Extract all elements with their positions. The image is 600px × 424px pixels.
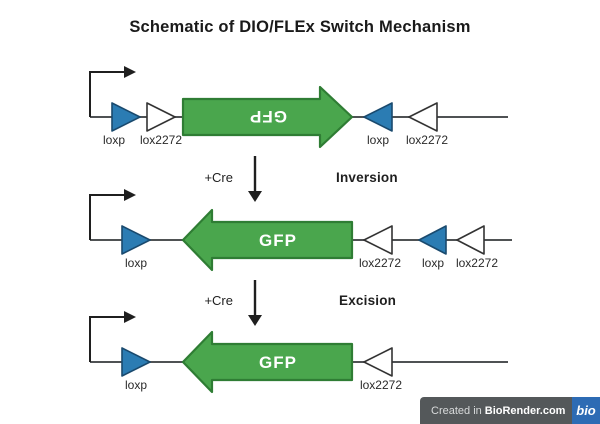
gfp-gene-arrow xyxy=(181,330,354,394)
promoter-arrow xyxy=(89,71,124,117)
promoter-arrowhead-icon xyxy=(124,311,136,323)
page-title: Schematic of DIO/FLEx Switch Mechanism xyxy=(129,18,471,36)
loxp-label: loxp xyxy=(125,378,147,392)
gfp-gene-label: GFP xyxy=(249,107,287,126)
excision-label: Excision xyxy=(339,293,396,308)
lox2272-triangle-forward-icon xyxy=(146,102,176,132)
loxp-triangle-reverse-icon xyxy=(363,102,393,132)
lox2272-label: lox2272 xyxy=(360,378,402,392)
promoter-arrow xyxy=(89,316,124,362)
biorender-logo-text: bio xyxy=(576,403,596,418)
cre-label: +Cre xyxy=(204,293,233,308)
step-inversion: +Cre Inversion xyxy=(204,156,398,202)
construct-excised: GFP loxp lox2272 xyxy=(89,311,508,394)
lox2272-label: lox2272 xyxy=(406,133,448,147)
lox2272-label: lox2272 xyxy=(140,133,182,147)
lox2272-label: lox2272 xyxy=(456,256,498,270)
construct-initial: GFP loxp lox2272 loxp lox2272 xyxy=(89,66,508,149)
lox2272-triangle-reverse-icon xyxy=(456,225,485,255)
loxp-label: loxp xyxy=(103,133,125,147)
badge-prefix: Created in xyxy=(431,404,482,417)
loxp-triangle-reverse-icon xyxy=(418,225,447,255)
cre-label: +Cre xyxy=(204,170,233,185)
gfp-gene-label: GFP xyxy=(259,353,297,372)
loxp-triangle-forward-icon xyxy=(111,102,141,132)
step-excision: +Cre Excision xyxy=(204,280,396,326)
gfp-gene-label: GFP xyxy=(259,231,297,250)
lox2272-label: lox2272 xyxy=(359,256,401,270)
loxp-label: loxp xyxy=(367,133,389,147)
loxp-triangle-forward-icon xyxy=(121,347,151,377)
biorender-logo: bio xyxy=(572,397,600,424)
loxp-triangle-forward-icon xyxy=(121,225,151,255)
promoter-arrowhead-icon xyxy=(124,189,136,201)
down-arrowhead-icon xyxy=(248,191,262,202)
loxp-label: loxp xyxy=(125,256,147,270)
loxp-label: loxp xyxy=(422,256,444,270)
construct-inverted: GFP loxp lox2272 loxp lox2272 xyxy=(89,189,512,272)
lox2272-triangle-reverse-icon xyxy=(408,102,438,132)
promoter-arrowhead-icon xyxy=(124,66,136,78)
gfp-gene-arrow xyxy=(181,85,354,149)
biorender-brand: BioRender.com xyxy=(484,404,566,417)
lox2272-triangle-reverse-icon xyxy=(363,225,393,255)
gfp-gene-arrow xyxy=(181,208,354,272)
lox2272-triangle-reverse-icon xyxy=(363,347,393,377)
promoter-arrow xyxy=(89,194,124,240)
inversion-label: Inversion xyxy=(336,170,398,185)
down-arrowhead-icon xyxy=(248,315,262,326)
